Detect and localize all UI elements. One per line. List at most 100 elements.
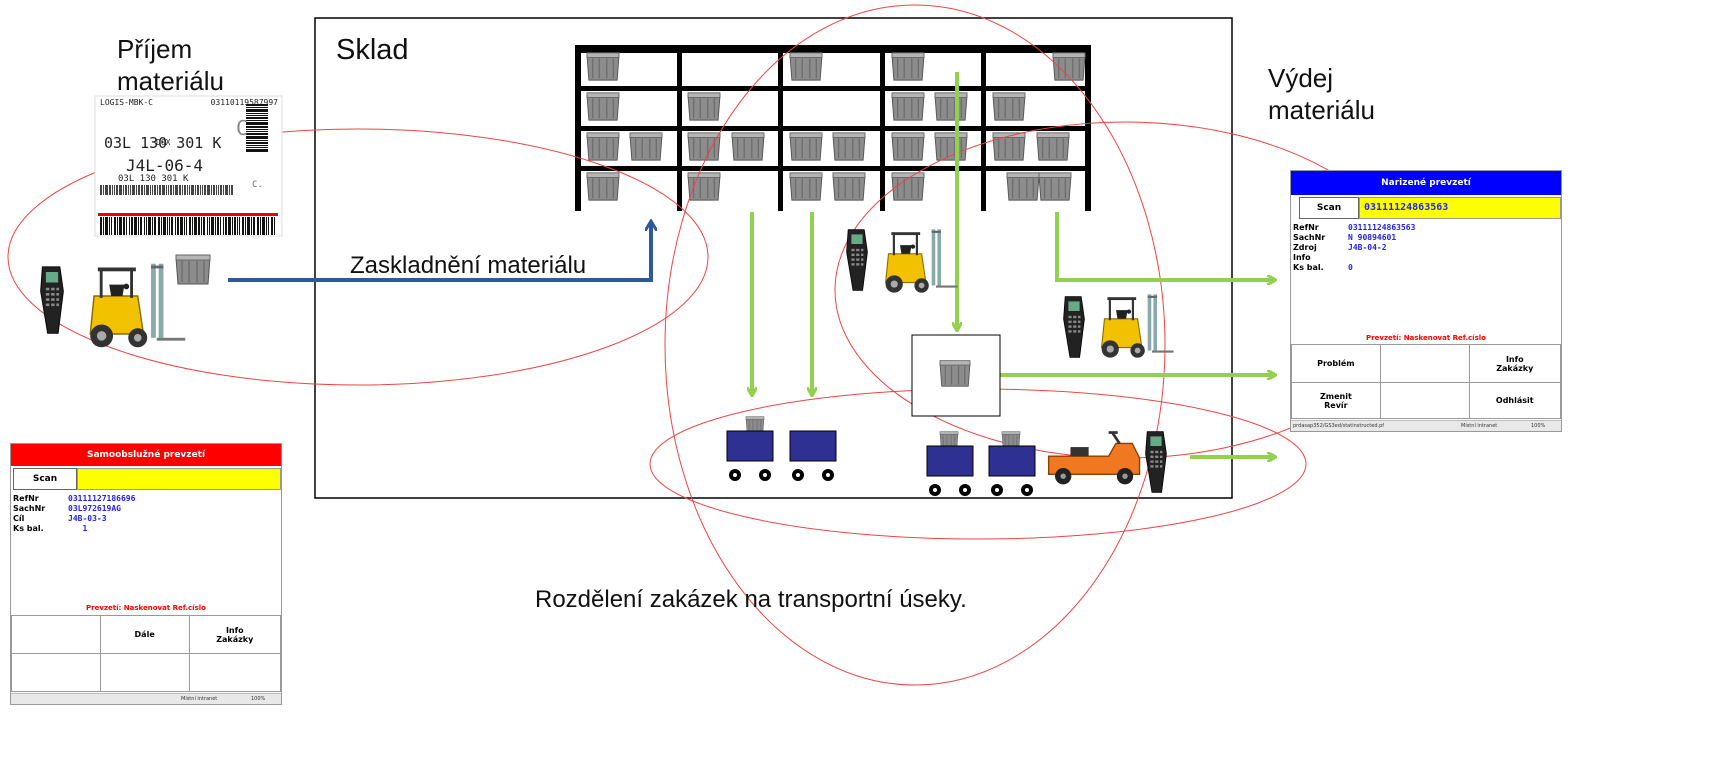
field-value: 03111124863563: [1348, 223, 1416, 232]
handheld-scanner-icon: [846, 229, 868, 291]
crate-icon: [586, 172, 620, 201]
field-key: Zdroj: [1293, 243, 1317, 252]
crate-icon: [1038, 172, 1072, 201]
label-location: J4L-06-4: [126, 156, 204, 175]
field-key: Info: [1293, 253, 1311, 262]
scan-prompt: Prevzetí: Naskenovat Ref.císlo: [1366, 334, 1486, 342]
dale-button[interactable]: Dále: [99, 615, 190, 654]
field-key: RefNr: [1293, 223, 1319, 232]
field-key: SachNr: [13, 504, 46, 513]
label-number: 03110119587997: [210, 98, 278, 107]
field-value: 1: [68, 524, 88, 533]
empty-button[interactable]: [1379, 344, 1470, 383]
cart-icon: [926, 445, 974, 497]
field-value: 03111127186696: [68, 494, 136, 503]
empty-button[interactable]: [11, 615, 101, 654]
status-zoom: 100%: [1531, 423, 1546, 429]
zone-ellipse-inbound: [7, 128, 709, 386]
cart-icon: [988, 445, 1036, 497]
zone-ellipse-vertical: [664, 4, 1166, 686]
terminal-title: Samoobslužné prevzetí: [11, 444, 281, 466]
crate-icon: [745, 415, 765, 433]
crate-icon: [687, 172, 721, 201]
status-bar: prdasap352/GS3ed/statinstructed.pf Místn…: [1291, 420, 1561, 431]
terminal-samoobsluzne-prevzeti: Samoobslužné prevzetí Scan RefNr 03111127…: [10, 443, 282, 705]
label-zaskladneni: Zaskladnění materiálu: [350, 252, 587, 279]
handheld-scanner-icon: [1063, 296, 1085, 358]
crate-icon: [586, 52, 620, 81]
crate-icon: [832, 132, 866, 161]
crate-icon: [586, 92, 620, 121]
crate-icon: [891, 132, 925, 161]
field-key: SachNr: [1293, 233, 1326, 242]
label-line1: LOGIS-MBK-C: [100, 98, 153, 107]
shelving-rack-icon: [575, 45, 1091, 211]
tug-icon: [1047, 431, 1142, 486]
status-url: prdasap352/GS3ed/statinstructed.pf: [1293, 423, 1385, 429]
field-value: N 90894601: [1348, 233, 1397, 242]
zmenit-revir-button[interactable]: Zmenit Revír: [1291, 382, 1381, 419]
crate-icon: [1036, 132, 1070, 161]
crate-icon: [1001, 430, 1021, 448]
label-box: DOX: [156, 138, 171, 147]
scan-button[interactable]: Scan: [13, 468, 77, 490]
handheld-scanner-icon: [1145, 431, 1167, 493]
label-corner: C: [236, 116, 249, 140]
status-zone: Místní intranet: [181, 696, 218, 702]
field-list: RefNr 03111127186696 SachNr 03L972619AG Cí…: [11, 494, 281, 534]
forklift-icon: [89, 262, 186, 349]
cart-icon: [726, 430, 774, 482]
info-zakazky-button[interactable]: Info Zakázky: [188, 615, 282, 654]
sklad-frame: [314, 17, 1233, 499]
cart-icon: [789, 430, 837, 482]
barcode-label-image: [94, 95, 283, 237]
crate-icon: [992, 92, 1026, 121]
problem-button[interactable]: Problém: [1291, 344, 1381, 383]
label-corner-c2: C.: [252, 180, 263, 190]
label-vydej: Výdej materiálu: [1268, 63, 1375, 125]
empty-button[interactable]: [188, 653, 282, 692]
odhlasit-button[interactable]: Odhlásit: [1468, 382, 1562, 419]
forklift-icon: [885, 228, 958, 294]
barcode-label-text: LOGIS-MBK-C 03110119587997 DOX C 03L 130…: [100, 98, 278, 190]
scan-button[interactable]: Scan: [1299, 197, 1359, 219]
scan-input[interactable]: [77, 468, 281, 490]
terminal-title: Narizené prevzetí: [1291, 171, 1561, 195]
terminal-narizene-prevzeti: Narizené prevzetí Scan 03111124863563 Re…: [1290, 170, 1562, 432]
action-buttons: Problém Info Zakázky Zmenit Revír Odhlás…: [1291, 344, 1562, 419]
scan-prompt: Prevzetí: Naskenovat Ref.císlo: [86, 604, 206, 612]
crate-icon: [687, 92, 721, 121]
field-key: Ks bal.: [13, 524, 44, 533]
crate-icon: [934, 92, 968, 121]
status-zone: Místní intranet: [1461, 423, 1498, 429]
crate-icon: [789, 52, 823, 81]
action-buttons: Dále Info Zakázky: [11, 615, 282, 692]
crate-icon: [629, 132, 663, 161]
field-key: RefNr: [13, 494, 39, 503]
info-zakazky-button[interactable]: Info Zakázky: [1468, 344, 1562, 383]
crate-icon: [891, 92, 925, 121]
label-prijem: Příjem materiálu: [117, 34, 224, 96]
handheld-scanner-icon: [40, 266, 64, 334]
field-value: 03L972619AG: [68, 504, 121, 513]
crate-icon: [175, 254, 211, 285]
field-value: J4B-04-2: [1348, 243, 1387, 252]
empty-button[interactable]: [11, 653, 101, 692]
crate-icon: [586, 132, 620, 161]
crate-icon: [789, 172, 823, 201]
field-key: Cíl: [13, 514, 25, 523]
zaskladneni-arrow: [228, 222, 651, 282]
status-bar: Místní intranet 100%: [11, 693, 281, 704]
label-part: 03L 130 301 K: [104, 134, 222, 152]
crate-icon: [939, 359, 971, 387]
field-value: 0: [1348, 263, 1353, 272]
crate-icon: [687, 132, 721, 161]
crate-icon: [891, 52, 925, 81]
empty-button[interactable]: [99, 653, 190, 692]
label-sklad: Sklad: [336, 34, 409, 66]
scan-input[interactable]: 03111124863563: [1359, 197, 1561, 219]
crate-icon: [731, 132, 765, 161]
field-list: RefNr 03111124863563 SachNr N 90894601 Zdr…: [1291, 223, 1561, 273]
empty-button[interactable]: [1379, 382, 1470, 419]
